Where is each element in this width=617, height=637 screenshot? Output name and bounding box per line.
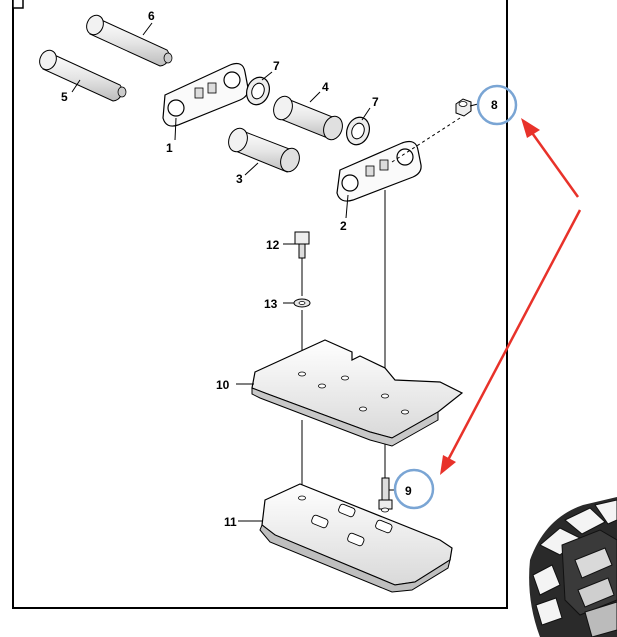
nut-8 (455, 98, 472, 117)
red-arrows (440, 118, 582, 475)
seal-ring-7a (246, 76, 270, 106)
callout-7a: 7 (273, 59, 280, 73)
callout-7b: 7 (372, 95, 379, 109)
callout-3: 3 (236, 172, 243, 186)
highlight-circle-9 (393, 468, 435, 510)
corner-tab (12, 0, 24, 9)
track-link-2 (336, 140, 422, 202)
pin-5 (39, 49, 127, 102)
diagram-frame (12, 0, 508, 609)
callout-11: 11 (224, 515, 237, 529)
pin-3 (228, 127, 300, 173)
lock-washer-13 (293, 298, 311, 308)
callout-8: 8 (491, 98, 498, 112)
callout-1: 1 (166, 141, 173, 155)
callout-13: 13 (264, 297, 278, 311)
nut-8-dashed-leader (391, 117, 461, 163)
pin-4 (273, 95, 343, 141)
pin-6 (86, 14, 173, 67)
track-link-1 (162, 62, 249, 127)
callout-6: 6 (148, 9, 155, 23)
leader-lines (71, 22, 479, 522)
rubber-pad-11 (259, 483, 453, 593)
track-photo-thumbnail (529, 497, 617, 637)
highlight-circle-8 (476, 84, 518, 126)
callout-4: 4 (322, 80, 329, 94)
callout-9: 9 (405, 484, 412, 498)
callout-2: 2 (340, 219, 347, 233)
bolt-12 (294, 231, 310, 259)
bolt-9 (378, 477, 393, 510)
callout-5: 5 (61, 90, 68, 104)
callout-12: 12 (266, 238, 280, 252)
callout-10: 10 (216, 378, 230, 392)
seal-ring-7b (346, 116, 370, 146)
grouser-plate-10 (251, 339, 464, 447)
